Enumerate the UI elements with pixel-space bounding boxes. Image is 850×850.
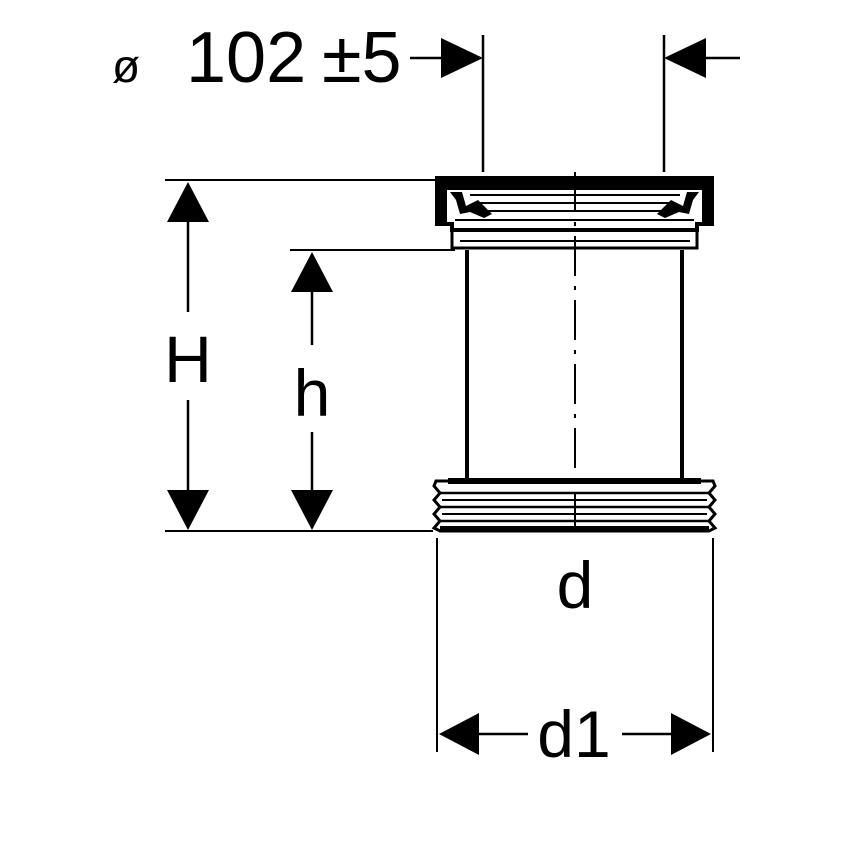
diameter-value: 102 — [186, 18, 306, 98]
label-d1: d1 — [537, 697, 610, 771]
diameter-d1-dimension: d1 — [436, 538, 714, 771]
label-H: H — [164, 322, 212, 396]
diameter-tolerance: ±5 — [322, 18, 402, 98]
h-arrow-bottom — [291, 490, 333, 530]
top-left-lip-seal — [450, 192, 492, 218]
top-diameter-dimension: ø 102 ±5 — [112, 18, 740, 172]
top-collar-left-wall — [437, 178, 447, 224]
d1-arrow-left — [439, 713, 479, 755]
label-d: d — [557, 548, 594, 622]
H-arrow-bottom — [167, 490, 209, 530]
d1-arrow-right — [671, 713, 711, 755]
top-right-lip-seal — [657, 192, 699, 218]
H-arrow-top — [167, 182, 209, 222]
top-arrow-right-head — [664, 38, 706, 78]
height-H-dimension: H — [164, 182, 212, 530]
top-arrow-left-head — [441, 38, 483, 78]
top-collar-right-wall — [702, 178, 712, 224]
height-h-dimension: h — [291, 252, 333, 530]
label-h: h — [294, 356, 331, 430]
diameter-symbol: ø — [112, 40, 140, 92]
h-arrow-top — [291, 252, 333, 292]
